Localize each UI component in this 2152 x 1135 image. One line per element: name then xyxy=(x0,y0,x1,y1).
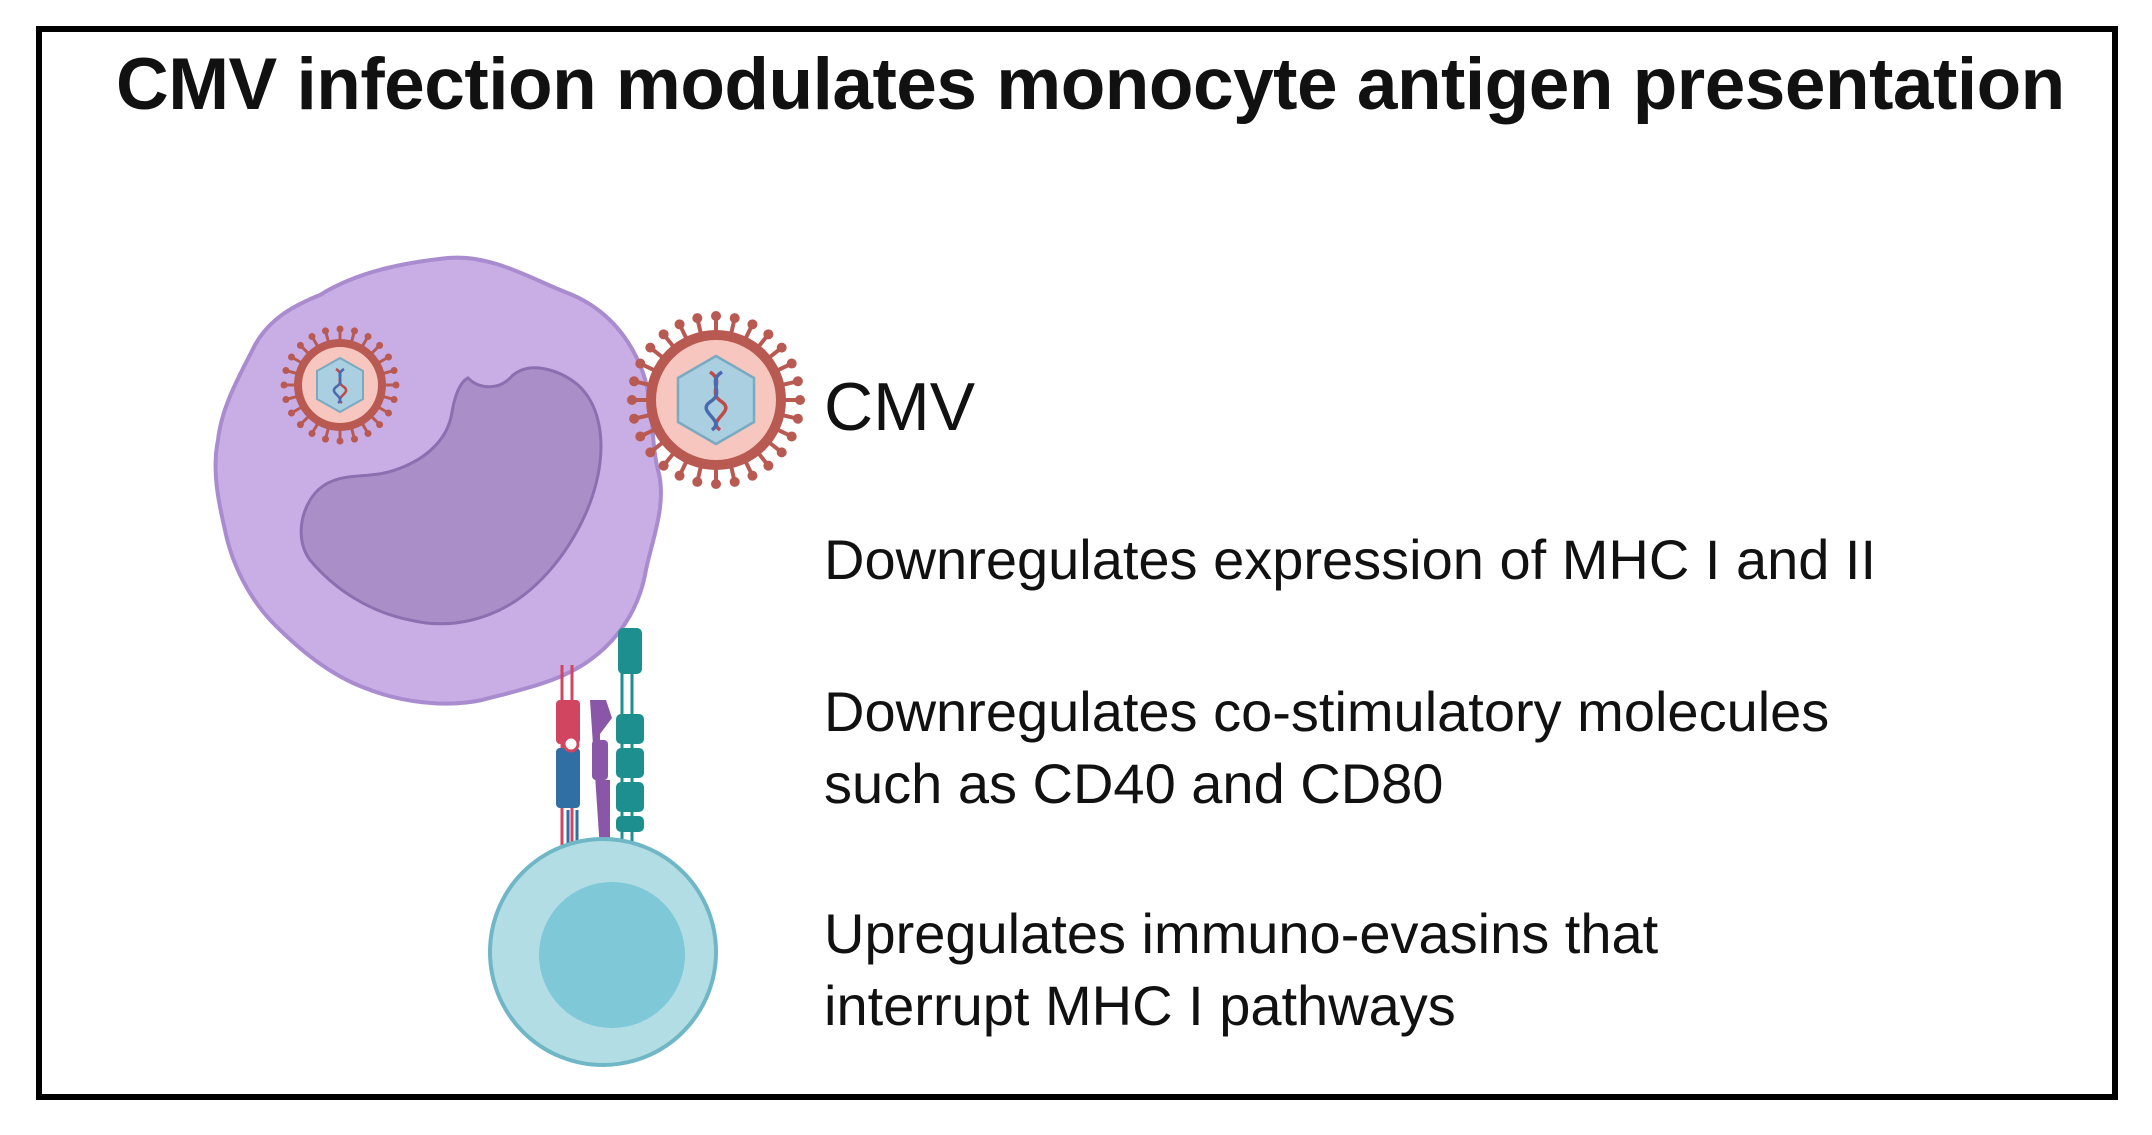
virus-spike-tip xyxy=(747,319,758,330)
virus-icon xyxy=(280,325,400,445)
virus-spike-tip xyxy=(658,329,669,340)
virus-spike-tip xyxy=(308,333,316,341)
point-costimulatory-downregulation: Downregulates co-stimulatory molecules s… xyxy=(824,676,1829,820)
virus-spike-tip xyxy=(792,376,803,387)
virus-spike-tip xyxy=(786,358,797,369)
virus-spike-tip xyxy=(376,341,384,349)
virus-spike-tip xyxy=(792,413,803,424)
virus-spike-tip xyxy=(729,476,740,487)
virus-spike-tip xyxy=(336,437,344,445)
receptor-icon xyxy=(556,628,644,865)
virus-spike-tip xyxy=(629,376,640,387)
point-line: interrupt MHC I pathways xyxy=(824,974,1456,1037)
virus-spike-tip xyxy=(384,353,392,361)
virus-spike-tip xyxy=(288,353,296,361)
t-cell-icon xyxy=(488,837,718,1067)
point-mhc-downregulation: Downregulates expression of MHC I and II xyxy=(824,524,1876,596)
virus-spike-tip xyxy=(392,381,400,389)
point-line: Downregulates co-stimulatory molecules xyxy=(824,680,1830,743)
virus-spike-tip xyxy=(711,311,721,321)
virus-spike-tip xyxy=(729,313,740,324)
virus-spike-tip xyxy=(364,333,372,341)
figure-title: CMV infection modulates monocyte antigen… xyxy=(116,44,2065,125)
point-line: Upregulates immuno-evasins that xyxy=(824,902,1659,965)
virus-spike-tip xyxy=(692,313,703,324)
virus-spike-tip xyxy=(384,409,392,417)
virus-spike-tip xyxy=(711,479,721,489)
virus-spike-tip xyxy=(280,381,288,389)
monocyte-nucleus xyxy=(299,366,603,626)
virus-spike-tip xyxy=(763,329,774,340)
virus-spike-tip xyxy=(776,447,787,458)
virus-spike-tip xyxy=(288,409,296,417)
virus-spike-tip xyxy=(350,435,358,443)
virus-spike-tip xyxy=(747,470,758,481)
virus-spike-tip xyxy=(336,325,344,333)
virus-spike-tip xyxy=(776,342,787,353)
virus-spike-tip xyxy=(296,421,304,429)
virus-spike-tip xyxy=(674,470,685,481)
virus-icon xyxy=(627,311,805,489)
virus-spike-tip xyxy=(282,367,290,375)
virus-spike-tip xyxy=(635,358,646,369)
point-line: Downregulates expression of MHC I and II xyxy=(824,528,1877,591)
virus-spike-tip xyxy=(635,431,646,442)
virus-spike-tip xyxy=(322,327,330,335)
virus-spike-tip xyxy=(282,395,290,403)
virus-spike-tip xyxy=(627,395,637,405)
virus-spike-tip xyxy=(763,460,774,471)
point-line: such as CD40 and CD80 xyxy=(824,752,1444,815)
virus-spike-tip xyxy=(390,367,398,375)
virus-label: CMV xyxy=(824,369,976,445)
virus-spike-tip xyxy=(786,431,797,442)
virus-spike-tip xyxy=(645,447,656,458)
virus-spike-tip xyxy=(795,395,805,405)
virus-spike-tip xyxy=(350,327,358,335)
virus-spike-tip xyxy=(692,476,703,487)
point-immuno-evasins: Upregulates immuno-evasins that interrup… xyxy=(824,898,1658,1042)
virus-spike-tip xyxy=(376,421,384,429)
virus-spike-tip xyxy=(645,342,656,353)
t-cell-nucleus xyxy=(539,882,685,1028)
virus-spike-tip xyxy=(296,341,304,349)
virus-spike-tip xyxy=(658,460,669,471)
virus-spike-tip xyxy=(322,435,330,443)
virus-spike-tip xyxy=(390,395,398,403)
virus-spike-tip xyxy=(364,429,372,437)
virus-spike-tip xyxy=(308,429,316,437)
virus-spike-tip xyxy=(674,319,685,330)
monocyte-icon xyxy=(213,255,663,706)
virus-spike-tip xyxy=(629,413,640,424)
